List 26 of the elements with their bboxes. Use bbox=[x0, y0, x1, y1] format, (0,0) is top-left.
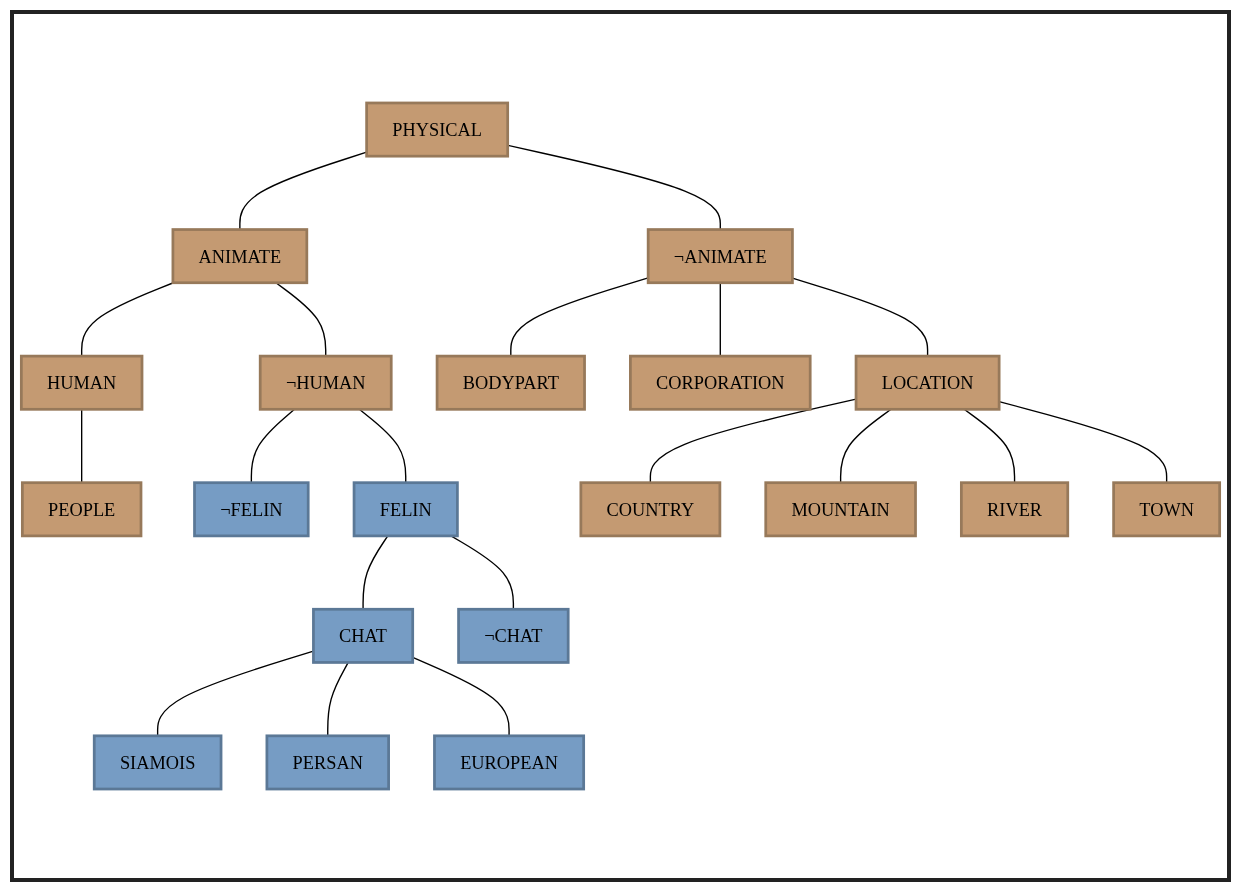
connector bbox=[719, 282, 721, 357]
node-box: RIVER bbox=[960, 481, 1070, 538]
node-box: ¬FELIN bbox=[193, 481, 310, 538]
connector bbox=[81, 282, 175, 357]
node-box: ¬HUMAN bbox=[258, 354, 393, 411]
node-box: PEOPLE bbox=[20, 481, 143, 538]
node-box: ANIMATE bbox=[171, 228, 309, 285]
connector bbox=[275, 282, 327, 357]
node-box: ¬ANIMATE bbox=[646, 228, 794, 285]
node-box: FELIN bbox=[352, 481, 459, 538]
connector bbox=[510, 277, 649, 357]
node-box: ¬CHAT bbox=[457, 607, 570, 664]
node-box: CORPORATION bbox=[629, 354, 812, 411]
node-box: CHAT bbox=[312, 607, 415, 664]
node-box: TOWN bbox=[1112, 481, 1222, 538]
node-box: SIAMOIS bbox=[92, 734, 223, 791]
connector bbox=[362, 535, 389, 610]
node-box: COUNTRY bbox=[579, 481, 722, 538]
node-box: PHYSICAL bbox=[365, 101, 510, 158]
node-box: LOCATION bbox=[854, 354, 1001, 411]
node-box: PERSAN bbox=[265, 734, 390, 791]
node-box: BODYPART bbox=[435, 354, 586, 411]
connector bbox=[450, 535, 515, 610]
node-box: HUMAN bbox=[19, 354, 144, 411]
node-box: MOUNTAIN bbox=[764, 481, 917, 538]
node-box: EUROPEAN bbox=[433, 734, 586, 791]
